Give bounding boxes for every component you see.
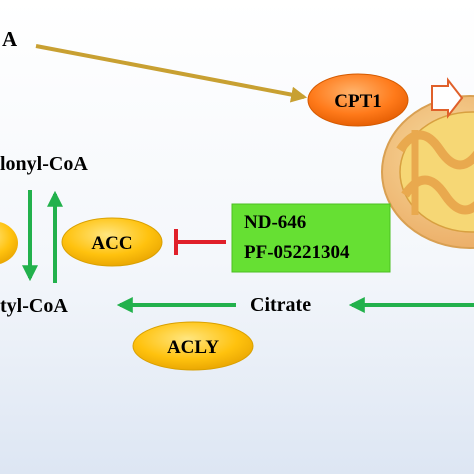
entry-arrow — [431, 77, 464, 119]
acc-node: ACC — [61, 217, 163, 267]
acly-node: ACLY — [132, 321, 254, 371]
left-enzyme-fragment — [0, 222, 18, 264]
acetyl-coa-label: tyl-CoA — [0, 295, 68, 317]
citrate-label: Citrate — [250, 294, 311, 316]
inhibitor-pf05221304: PF-05221304 — [244, 242, 350, 263]
transport-arrow — [35, 44, 308, 103]
acc-label: ACC — [91, 233, 132, 254]
acly-label: ACLY — [167, 337, 219, 358]
acyl-coa-fragment: A — [2, 27, 18, 51]
cpt1-label: CPT1 — [334, 91, 382, 112]
inhibition-symbol — [174, 229, 226, 255]
malonyl-coa-label: lonyl-CoA — [0, 153, 88, 175]
inhibitor-box: ND-646 PF-05221304 — [231, 203, 391, 273]
inhibitor-nd646: ND-646 — [244, 212, 306, 233]
mitochondrion-illustration — [381, 95, 474, 249]
cpt1-node: CPT1 — [307, 73, 409, 127]
